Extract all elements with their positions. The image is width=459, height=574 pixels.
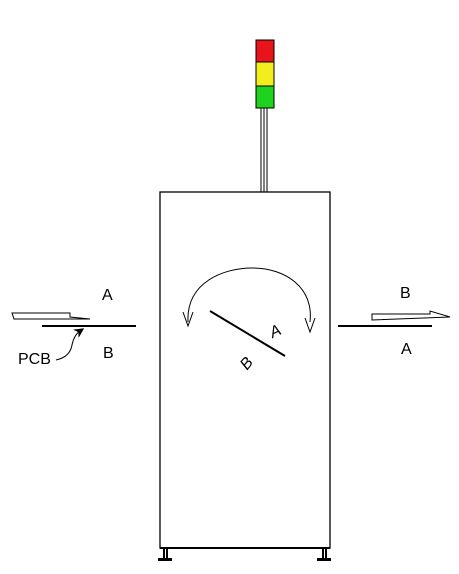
tower-light-green <box>255 85 275 109</box>
rotation-arrowhead-right <box>304 317 316 334</box>
pcb-label: PCB <box>18 351 51 368</box>
tower-light-red <box>255 39 275 63</box>
right-top-label: B <box>400 285 411 302</box>
left-top-label: A <box>102 287 113 304</box>
left-flow-arrow <box>11 312 91 320</box>
right-flow-arrow <box>371 310 451 321</box>
flipping-pcb <box>209 310 286 357</box>
right-bottom-label: A <box>401 341 412 358</box>
rotation-arc-arrow <box>187 267 311 323</box>
flipper-label-a: A <box>266 322 284 342</box>
rotation-arrowhead-left <box>182 311 194 328</box>
machine-foot-left <box>158 548 172 561</box>
tower-light-yellow <box>255 61 275 87</box>
machine-foot-right <box>317 548 331 561</box>
signal-tower <box>255 39 275 192</box>
flipper-label-b: B <box>237 354 257 373</box>
tower-pole <box>260 108 268 192</box>
left-bottom-label: B <box>103 345 114 362</box>
pcb-pointer-arrow <box>55 328 85 361</box>
